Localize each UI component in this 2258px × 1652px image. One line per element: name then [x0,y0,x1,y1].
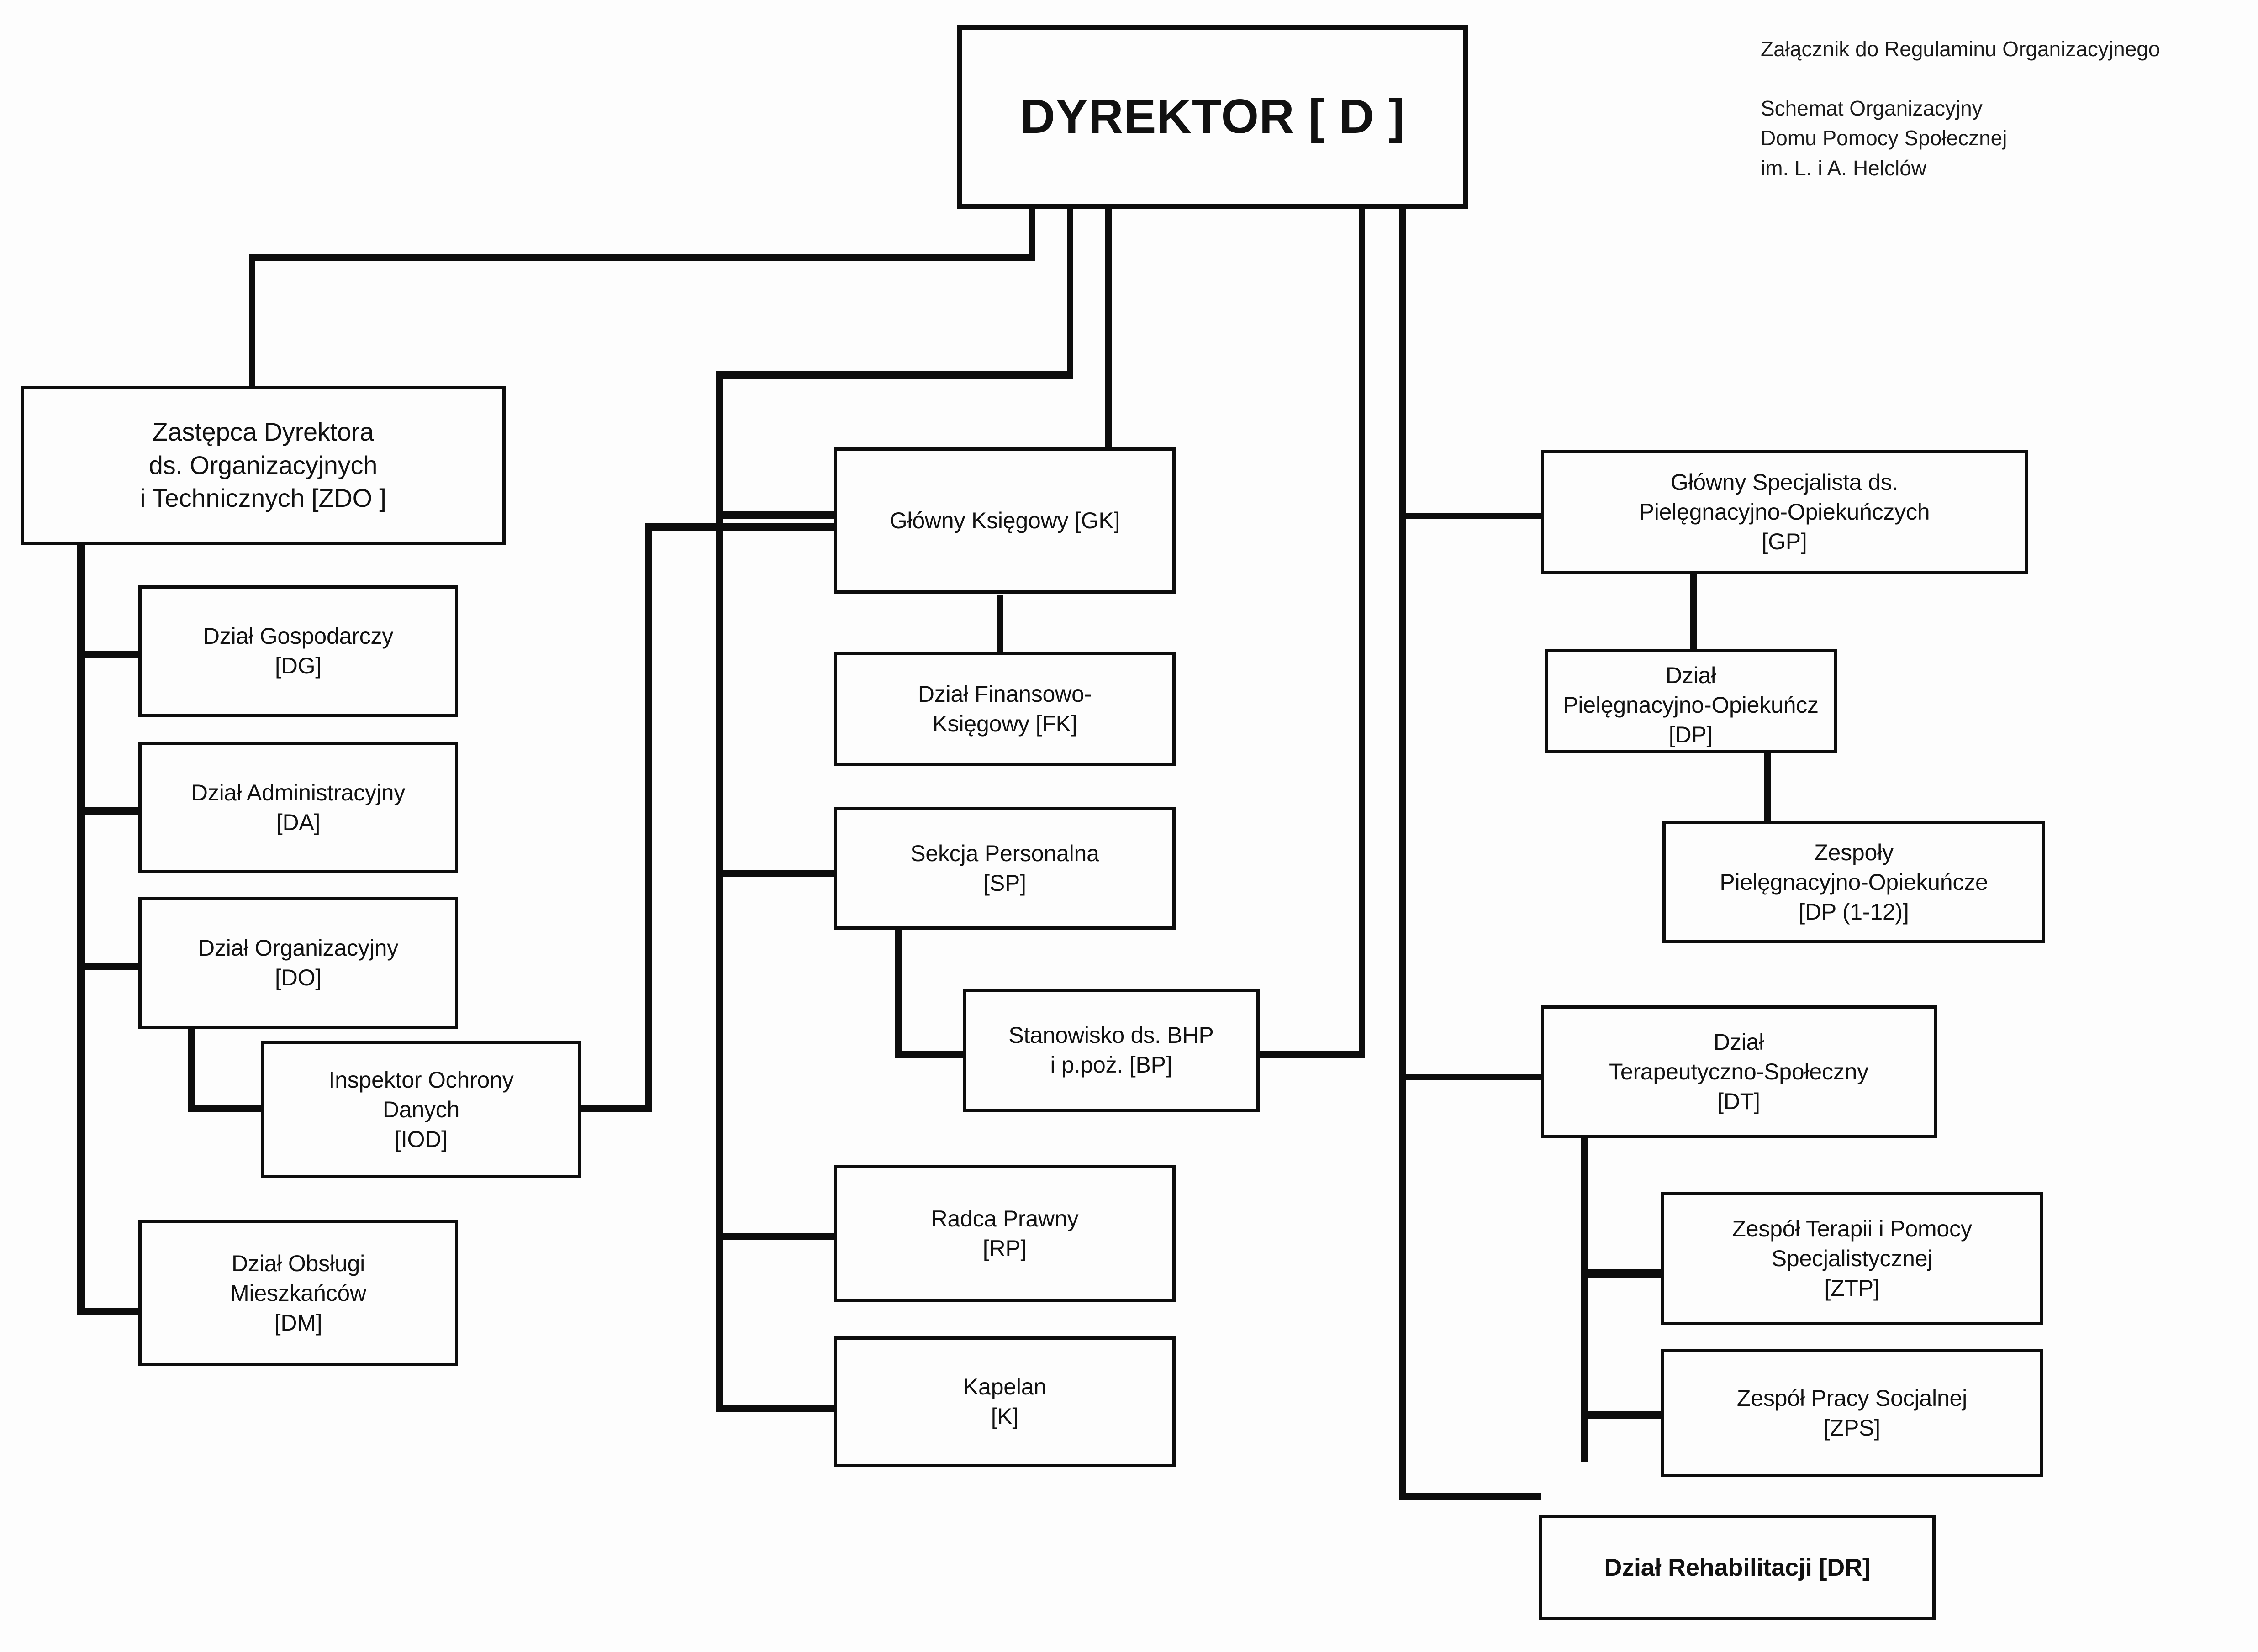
node-sp[interactable]: Sekcja Personalna [SP] [834,807,1176,930]
node-zps-label: Zespół Pracy Socjalnej [ZPS] [1736,1385,1968,1441]
edge-d-middle-vert-a [1067,208,1073,371]
node-dr-label: Dział Rehabilitacji [DR] [1604,1553,1871,1581]
node-dm[interactable]: Dział Obsługi Mieszkańców [DM] [138,1220,458,1366]
edge-d-zdo-vert-b [249,254,255,389]
node-bp[interactable]: Stanowisko ds. BHP i p.poż. [BP] [963,989,1260,1112]
edge-d-middle-horiz [716,371,1073,379]
node-do-label: Dział Organizacyjny [DO] [198,935,399,990]
edge-iod-right-stub [576,1105,652,1112]
edge-zdo-dg [77,651,141,658]
node-kapelan-label: Kapelan [K] [963,1374,1047,1429]
left-trunk [77,543,85,1315]
header-title-line-1: Schemat Organizacyjny [1761,96,1983,120]
edge-do-iod-horiz [188,1105,265,1112]
node-dp-zespoly-label: Zespoły Pielęgnacyjno-Opiekuńcze [DP (1-… [1720,839,1988,925]
node-dt[interactable]: Dział Terapeutyczno-Społeczny [DT] [1541,1005,1937,1138]
node-iod[interactable]: Inspektor Ochrony Danych [IOD] [261,1041,581,1178]
node-fk-label: Dział Finansowo- Księgowy [FK] [918,681,1092,737]
edge-zdo-do [77,963,141,970]
dt-sub-trunk [1581,1135,1588,1462]
node-kapelan[interactable]: Kapelan [K] [834,1336,1176,1467]
node-da-label: Dział Administracyjny [DA] [191,780,406,835]
edge-right-gp [1399,513,1541,519]
node-gk-label: Główny Księgowy [GK] [889,507,1120,533]
node-fk[interactable]: Dział Finansowo- Księgowy [FK] [834,652,1176,766]
edge-zdo-da [77,807,141,815]
edge-middle-rp [716,1233,836,1240]
node-ztp-label: Zespół Terapii i Pomocy Specjalistycznej… [1732,1215,1972,1301]
node-rp-label: Radca Prawny [RP] [931,1206,1079,1261]
node-bp-label: Stanowisko ds. BHP i p.poż. [BP] [1008,1022,1214,1078]
node-dg-label: Dział Gospodarczy [DG] [203,623,394,679]
edge-d-zdo-vert-a [1029,208,1035,260]
edge-gp-dp [1690,574,1697,652]
node-gp[interactable]: Główny Specjalista ds. Pielęgnacyjno-Opi… [1541,450,2028,574]
edge-right-dt [1399,1074,1541,1080]
edge-d-bhp-vert [1359,208,1365,1058]
edge-bhp-right-stub [1250,1051,1365,1058]
node-sp-label: Sekcja Personalna [SP] [910,841,1099,896]
edge-middle-kapelan [716,1405,836,1412]
node-dg[interactable]: Dział Gospodarczy [DG] [138,585,458,717]
header-title-line-3: im. L. i A. Helclów [1761,156,1926,180]
node-ztp[interactable]: Zespół Terapii i Pomocy Specjalistycznej… [1661,1192,2043,1325]
edge-d-iod-vert-a [1105,208,1112,523]
edge-middle-sp [716,870,836,877]
node-dp-label: Dział Pielęgnacyjno-Opiekuńcz [DP] [1563,663,1819,747]
edge-zdo-dm [77,1308,141,1315]
edge-d-iod-vert-b [645,523,652,1109]
node-iod-label: Inspektor Ochrony Danych [IOD] [328,1067,514,1152]
edge-d-zdo-horiz [249,254,1035,261]
node-dm-label: Dział Obsługi Mieszkańców [DM] [230,1250,366,1336]
node-gp-label: Główny Specjalista ds. Pielęgnacyjno-Opi… [1639,469,1930,554]
header-title-block: Schemat Organizacyjny Domu Pomocy Społec… [1761,94,2007,183]
node-zdo[interactable]: Zastępca Dyrektora ds. Organizacyjnych i… [21,386,506,545]
header-title-line-2: Domu Pomocy Społecznej [1761,126,2007,150]
edge-sp-bhp-vert [895,928,902,1058]
node-dt-label: Dział Terapeutyczno-Społeczny [DT] [1609,1029,1868,1114]
node-zdo-label: Zastępca Dyrektora ds. Organizacyjnych i… [140,417,386,513]
node-dr[interactable]: Dział Rehabilitacji [DR] [1539,1515,1936,1620]
header-attachment-line: Załącznik do Regulaminu Organizacyjnego [1761,37,2160,61]
node-dp[interactable]: Dział Pielęgnacyjno-Opiekuńcz [DP] [1545,649,1837,753]
edge-sp-bhp-horiz [895,1051,964,1058]
edge-right-dr [1399,1493,1541,1500]
node-gk[interactable]: Główny Księgowy [GK] [834,447,1176,594]
node-do[interactable]: Dział Organizacyjny [DO] [138,897,458,1029]
edge-middle-gk [716,511,836,519]
edge-dt-ztp [1581,1269,1663,1278]
edge-d-right-vert [1399,208,1406,1499]
middle-trunk [716,371,723,1412]
edge-dt-zps [1581,1411,1663,1419]
node-dyrektor-label: DYREKTOR [ D ] [1020,89,1405,144]
node-zps[interactable]: Zespół Pracy Socjalnej [ZPS] [1661,1349,2043,1477]
node-rp[interactable]: Radca Prawny [RP] [834,1165,1176,1302]
node-dp-zespoly[interactable]: Zespoły Pielęgnacyjno-Opiekuńcze [DP (1-… [1662,821,2045,943]
edge-gk-fk [997,595,1003,653]
node-da[interactable]: Dział Administracyjny [DA] [138,742,458,873]
edge-do-iod-vert [188,1011,195,1112]
edge-dp-dpz [1764,753,1771,823]
node-dyrektor[interactable]: DYREKTOR [ D ] [957,25,1468,209]
